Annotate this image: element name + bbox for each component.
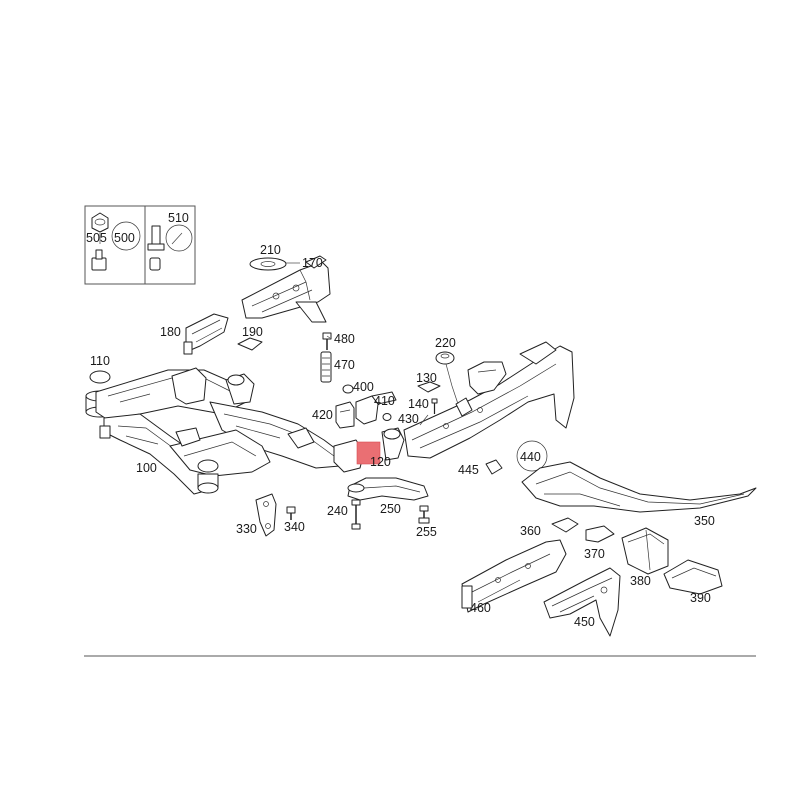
part-250-control-arm[interactable] [347,477,429,501]
label-100[interactable]: 100 [136,461,157,475]
part-460-side-member[interactable] [461,539,567,613]
label-500[interactable]: 500 [114,231,135,245]
part-120-bushing[interactable] [333,427,405,473]
label-430[interactable]: 430 [398,412,419,426]
label-420[interactable]: 420 [312,408,333,422]
label-480[interactable]: 480 [334,332,355,346]
part-430-nut[interactable] [382,413,392,421]
part-510-stud[interactable] [147,225,165,271]
part-370-bracket[interactable] [585,525,615,543]
label-350[interactable]: 350 [694,514,715,528]
inset-box [84,205,196,285]
label-450[interactable]: 450 [574,615,595,629]
label-190[interactable]: 190 [242,325,263,339]
part-480-bolt[interactable] [322,332,332,350]
label-180[interactable]: 180 [160,325,181,339]
label-470[interactable]: 470 [334,358,355,372]
detail-circle-440 [516,440,548,472]
label-220[interactable]: 220 [435,336,456,350]
label-400[interactable]: 400 [353,380,374,394]
part-505-bolt[interactable] [91,249,107,271]
part-170-bracket[interactable] [241,255,331,323]
leader-lines [286,262,429,426]
part-340-bolt[interactable] [286,506,296,520]
part-330-plate[interactable] [255,493,277,537]
label-340[interactable]: 340 [284,520,305,534]
label-370[interactable]: 370 [584,547,605,561]
part-420-mount[interactable] [335,401,355,429]
part-210-washer[interactable] [249,257,287,271]
part-350-rail[interactable] [521,461,757,513]
label-460-text[interactable]: 460 [470,601,491,615]
label-410[interactable]: 410 [374,394,395,408]
label-255[interactable]: 255 [416,525,437,539]
part-140-bolt[interactable] [431,398,438,414]
label-505[interactable]: 505 [86,231,107,245]
part-255-bolt[interactable] [418,505,430,524]
part-220-grommet[interactable] [435,351,455,365]
part-470-strut[interactable] [320,351,332,383]
label-360[interactable]: 360 [520,524,541,538]
label-170[interactable]: 170 [302,256,323,270]
part-front-frame-assembly[interactable] [403,341,575,459]
label-120[interactable]: 120 [370,455,391,469]
part-190-plate[interactable] [237,337,263,351]
label-445[interactable]: 445 [458,463,479,477]
part-360-bracket[interactable] [551,517,579,533]
part-130-plate[interactable] [417,381,441,393]
label-330[interactable]: 330 [236,522,257,536]
part-180-bracket[interactable] [183,313,229,355]
part-410-clamp[interactable] [355,391,397,425]
label-210[interactable]: 210 [260,243,281,257]
label-130[interactable]: 130 [416,371,437,385]
part-445-bracket[interactable] [485,459,503,475]
part-400-spacer[interactable] [342,384,354,394]
part-labels: 505 500 510 210 170 180 190 480 470 110 … [86,211,715,629]
label-510[interactable]: 510 [168,211,189,225]
detail-circle-510 [165,224,193,252]
part-390-box[interactable] [663,559,723,595]
label-240[interactable]: 240 [327,504,348,518]
detail-circle-500 [111,221,141,251]
label-140[interactable]: 140 [408,397,429,411]
part-100-subframe[interactable] [95,367,341,495]
label-250[interactable]: 250 [380,502,401,516]
label-380[interactable]: 380 [630,574,651,588]
part-120-highlight[interactable] [356,441,381,465]
part-240-bolt[interactable] [351,499,361,530]
label-110[interactable]: 110 [90,354,110,368]
label-390[interactable]: 390 [690,591,711,605]
part-505-nut[interactable] [91,212,109,233]
label-440[interactable]: 440 [520,450,541,464]
part-380-box[interactable] [621,527,669,575]
part-450-side-member[interactable] [543,567,621,637]
